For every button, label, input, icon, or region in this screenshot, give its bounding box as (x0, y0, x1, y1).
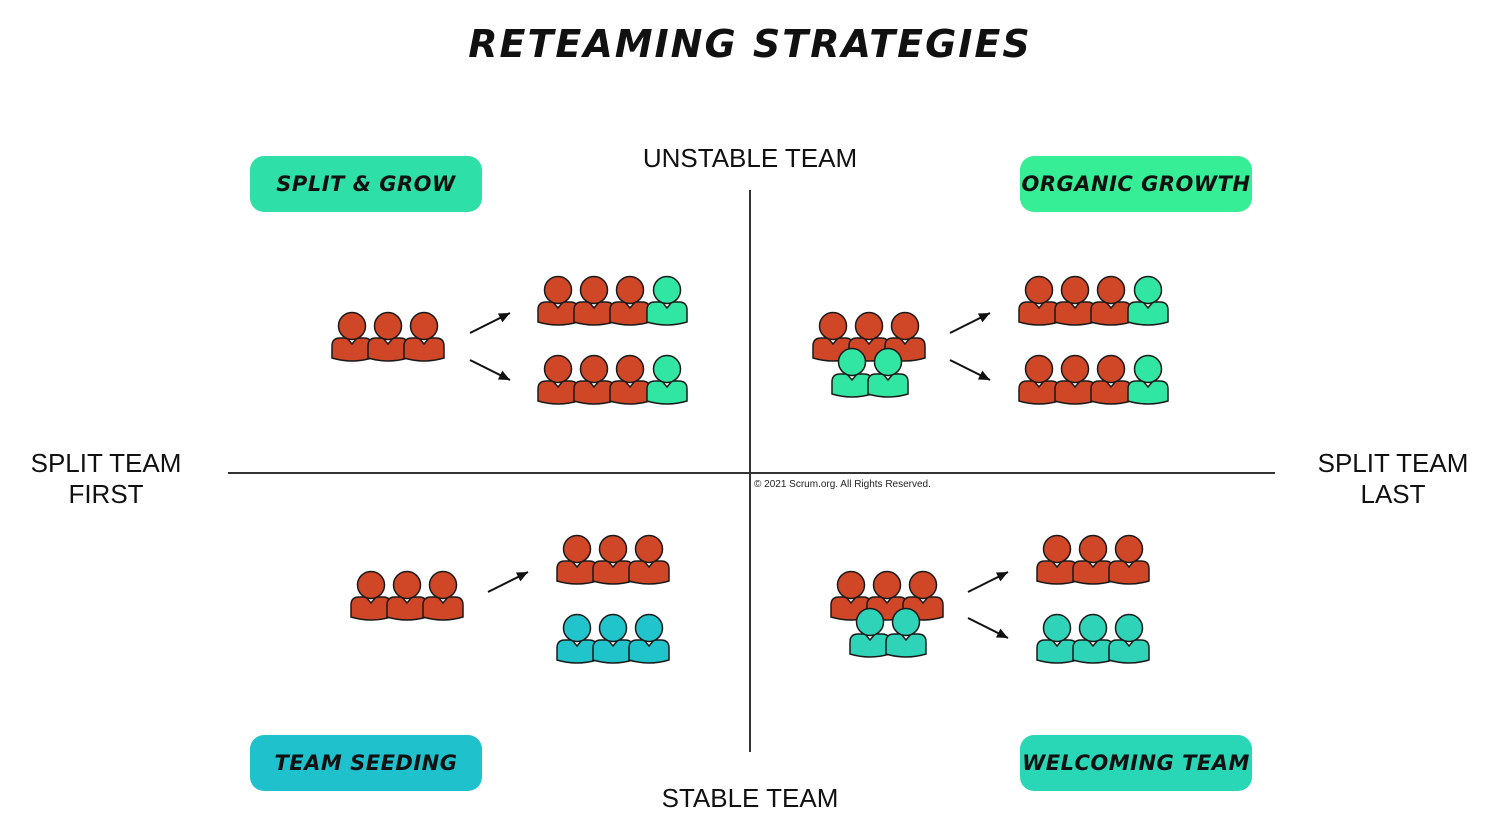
copyright-notice: © 2021 Scrum.org. All Rights Reserved. (754, 479, 931, 490)
people-groups (331, 275, 1169, 664)
diagram-title: RETEAMING STRATEGIES (468, 22, 1032, 66)
person-icon (403, 311, 445, 362)
arrow-icon (469, 359, 511, 381)
person-icon (537, 354, 579, 405)
person-icon (1127, 354, 1169, 405)
axis-label-left-line1: SPLIT TEAM (30, 448, 182, 478)
person-icon (849, 607, 891, 658)
quadrant-label-team-seeding: TEAM SEEDING (250, 735, 482, 791)
arrow-icon (949, 312, 991, 334)
person-icon (609, 354, 651, 405)
quadrant-label-organic-growth: ORGANIC GROWTH (1020, 156, 1252, 212)
person-icon (1127, 275, 1169, 326)
person-icon (592, 534, 634, 585)
person-icon (609, 275, 651, 326)
arrow-icon (967, 571, 1009, 593)
person-icon (628, 613, 670, 664)
axis-label-left: SPLIT TEAM FIRST (6, 448, 206, 510)
person-icon (1072, 613, 1114, 664)
person-icon (573, 354, 615, 405)
person-icon (556, 534, 598, 585)
person-icon (1072, 534, 1114, 585)
person-icon (831, 347, 873, 398)
arrow-icon (967, 617, 1009, 639)
person-icon (573, 275, 615, 326)
axis-label-top: UNSTABLE TEAM (642, 143, 858, 173)
person-icon (592, 613, 634, 664)
person-icon (1054, 275, 1096, 326)
person-icon (1054, 354, 1096, 405)
person-icon (1036, 613, 1078, 664)
person-icon (1018, 275, 1060, 326)
arrow-icon (949, 359, 991, 381)
axis-label-right: SPLIT TEAM LAST (1293, 448, 1493, 510)
person-icon (386, 570, 428, 621)
person-icon (367, 311, 409, 362)
person-icon (646, 354, 688, 405)
axis-label-left-line2: FIRST (68, 479, 144, 509)
person-icon (628, 534, 670, 585)
arrow-icon (469, 312, 511, 334)
person-icon (1108, 613, 1150, 664)
arrows (469, 312, 1009, 639)
person-icon (885, 607, 927, 658)
person-icon (556, 613, 598, 664)
axis-label-right-line1: SPLIT TEAM (1317, 448, 1469, 478)
person-icon (867, 347, 909, 398)
axis-label-bottom: STABLE TEAM (661, 783, 839, 813)
quadrant-label-split-grow: SPLIT & GROW (250, 156, 482, 212)
person-icon (884, 311, 926, 362)
person-icon (331, 311, 373, 362)
person-icon (1018, 354, 1060, 405)
person-icon (1090, 354, 1132, 405)
person-icon (537, 275, 579, 326)
person-icon (1036, 534, 1078, 585)
person-icon (1090, 275, 1132, 326)
person-icon (1108, 534, 1150, 585)
arrow-icon (487, 571, 529, 593)
person-icon (646, 275, 688, 326)
person-icon (350, 570, 392, 621)
quadrant-label-welcoming-team: WELCOMING TEAM (1020, 735, 1252, 791)
axis-label-right-line2: LAST (1360, 479, 1426, 509)
person-icon (422, 570, 464, 621)
